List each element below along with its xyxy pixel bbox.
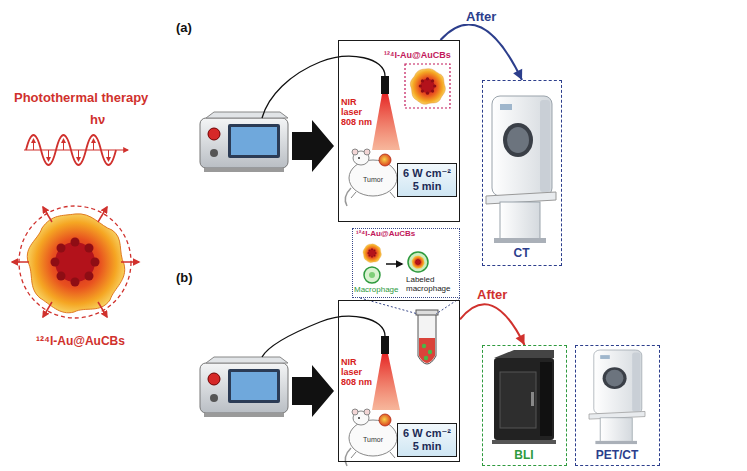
edge-label: After [464, 9, 498, 24]
laser-device [200, 112, 288, 172]
fiber-cable [262, 56, 385, 118]
fiber-cable [262, 316, 385, 357]
heat-arrow [121, 261, 139, 263]
particle-label: ¹²⁴I-Au@AuCBs [36, 334, 125, 348]
laser-label: NIR laser 808 nm [341, 98, 373, 128]
heat-arrow [98, 302, 107, 317]
field-arrow [33, 139, 34, 150]
nanoparticle [12, 206, 139, 318]
labeled-macrophage-icon [408, 252, 428, 272]
ct-scanner [486, 96, 556, 243]
heat-arrow [43, 302, 52, 317]
cell-dot [428, 350, 432, 354]
field-arrow [78, 150, 79, 161]
fiber-head [381, 76, 389, 94]
wave-curve [26, 135, 116, 165]
heat-arrow [98, 207, 107, 222]
block-arrow [292, 120, 334, 172]
edge-label: After [475, 287, 509, 302]
heat-arrow [12, 261, 29, 263]
laser-beam [372, 354, 400, 410]
box-text: 6 W cm⁻² 5 min [400, 167, 454, 193]
arrow-line [460, 304, 525, 345]
cabinet-body [494, 358, 554, 440]
tumor-label: Tumor [363, 436, 383, 443]
panel-label: (a) [176, 20, 192, 35]
arrow-head [513, 69, 522, 80]
photon-symbol: hν [90, 112, 105, 127]
modality-label: CT [483, 246, 560, 260]
particle-label: ¹²⁴I-Au@AuCBs [356, 230, 415, 239]
arrow-head [516, 334, 525, 345]
mouse [345, 149, 397, 206]
field-arrow [93, 139, 94, 150]
curved-arrow [440, 24, 522, 80]
particle-icon [412, 256, 425, 269]
box-text: 6 W cm⁻² 5 min [400, 427, 454, 453]
door-handle [531, 392, 534, 406]
tube-content [419, 338, 435, 363]
arrow-line [440, 24, 522, 80]
cell-label: Macrophage [354, 286, 398, 295]
block-arrow [292, 365, 334, 417]
cell-dot [424, 356, 428, 360]
tumor-label: Tumor [363, 176, 383, 183]
cabinet-top [494, 350, 554, 358]
panel-frame: ¹²⁴I-Au@AuCBsNIR laser 808 nm Tumor 6 W cm… [338, 40, 460, 222]
particle-zoom [405, 64, 450, 108]
particle-icon [363, 244, 382, 263]
figure-heading: Photothermal therapy [14, 90, 148, 105]
field-arrow [108, 150, 109, 161]
modality-label: PET/CT [576, 448, 658, 462]
cabinet-base [492, 440, 556, 444]
petct-scanner [589, 350, 645, 444]
particle-label: ¹²⁴I-Au@AuCBs [384, 50, 451, 60]
field-arrow [63, 139, 64, 150]
macrophage-icon [364, 267, 380, 283]
process-arrow [386, 263, 402, 265]
heat-boundary [19, 206, 131, 318]
tube-cap [416, 310, 438, 315]
heat-arrow [43, 207, 52, 222]
bli-imager [492, 350, 556, 444]
field-arrow [48, 150, 49, 161]
wave-axis [24, 149, 128, 150]
cell-dot [422, 344, 426, 348]
cell-label: Labeled macrophage [406, 276, 454, 294]
inset-box: ¹²⁴I-Au@AuCBsMacrophage Labeled macrophag… [352, 228, 460, 298]
sample-tube [416, 310, 438, 364]
laser-device [200, 357, 288, 417]
fiber-head [381, 336, 389, 354]
imaging-box: CT [482, 80, 562, 266]
tube-body [418, 314, 436, 364]
cabinet-side [540, 362, 552, 436]
cell-nucleus [369, 272, 375, 278]
light-wave [24, 135, 128, 165]
dose-box: 6 W cm⁻² 5 min [397, 423, 457, 457]
dose-box: 6 W cm⁻² 5 min [397, 163, 457, 197]
curved-arrow [460, 304, 525, 345]
panel-frame: NIR laser 808 nm Tumor 6 W cm⁻² 5 min [338, 300, 460, 462]
modality-label: BLI [483, 448, 565, 462]
particle-body [27, 214, 124, 313]
laser-beam [372, 94, 400, 150]
cabinet-door [500, 372, 536, 428]
imaging-box: PET/CT [575, 345, 660, 466]
particle-icon [410, 69, 445, 105]
panel-label: (b) [176, 270, 193, 285]
mouse [345, 409, 397, 466]
laser-label: NIR laser 808 nm [341, 358, 373, 388]
imaging-box: BLI [482, 345, 567, 466]
